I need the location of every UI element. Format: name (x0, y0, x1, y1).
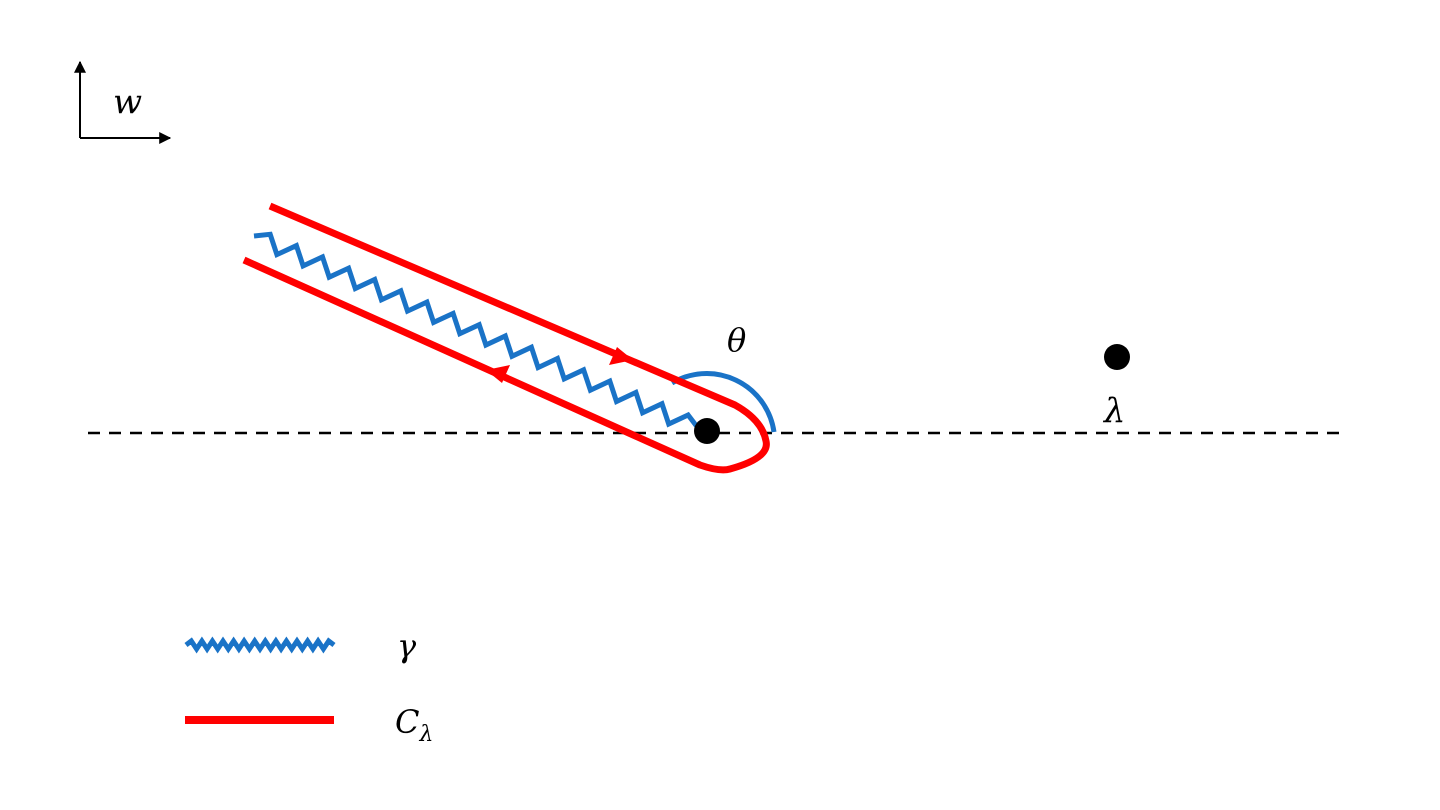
keyhole-contour (242, 202, 770, 474)
contour-arrow-outward (486, 365, 510, 383)
lambda-point (1104, 344, 1130, 370)
plane-indicator: w (74, 60, 172, 144)
legend-contour-label-sub: λ (418, 722, 433, 747)
lambda-label: λ (1102, 391, 1126, 431)
legend-contour-label: Cλ (395, 703, 433, 747)
branch-point (694, 418, 720, 444)
legend: γ Cλ (184, 627, 433, 747)
contour-arrow-inward (609, 347, 633, 365)
angle-arc (670, 371, 777, 433)
angle-label: θ (727, 321, 746, 359)
plane-label: w (113, 82, 142, 122)
branch-cut-zigzag (253, 231, 700, 430)
legend-gamma-symbol (184, 636, 336, 654)
legend-contour-label-main: C (395, 703, 419, 741)
legend-gamma-label: γ (397, 627, 417, 665)
